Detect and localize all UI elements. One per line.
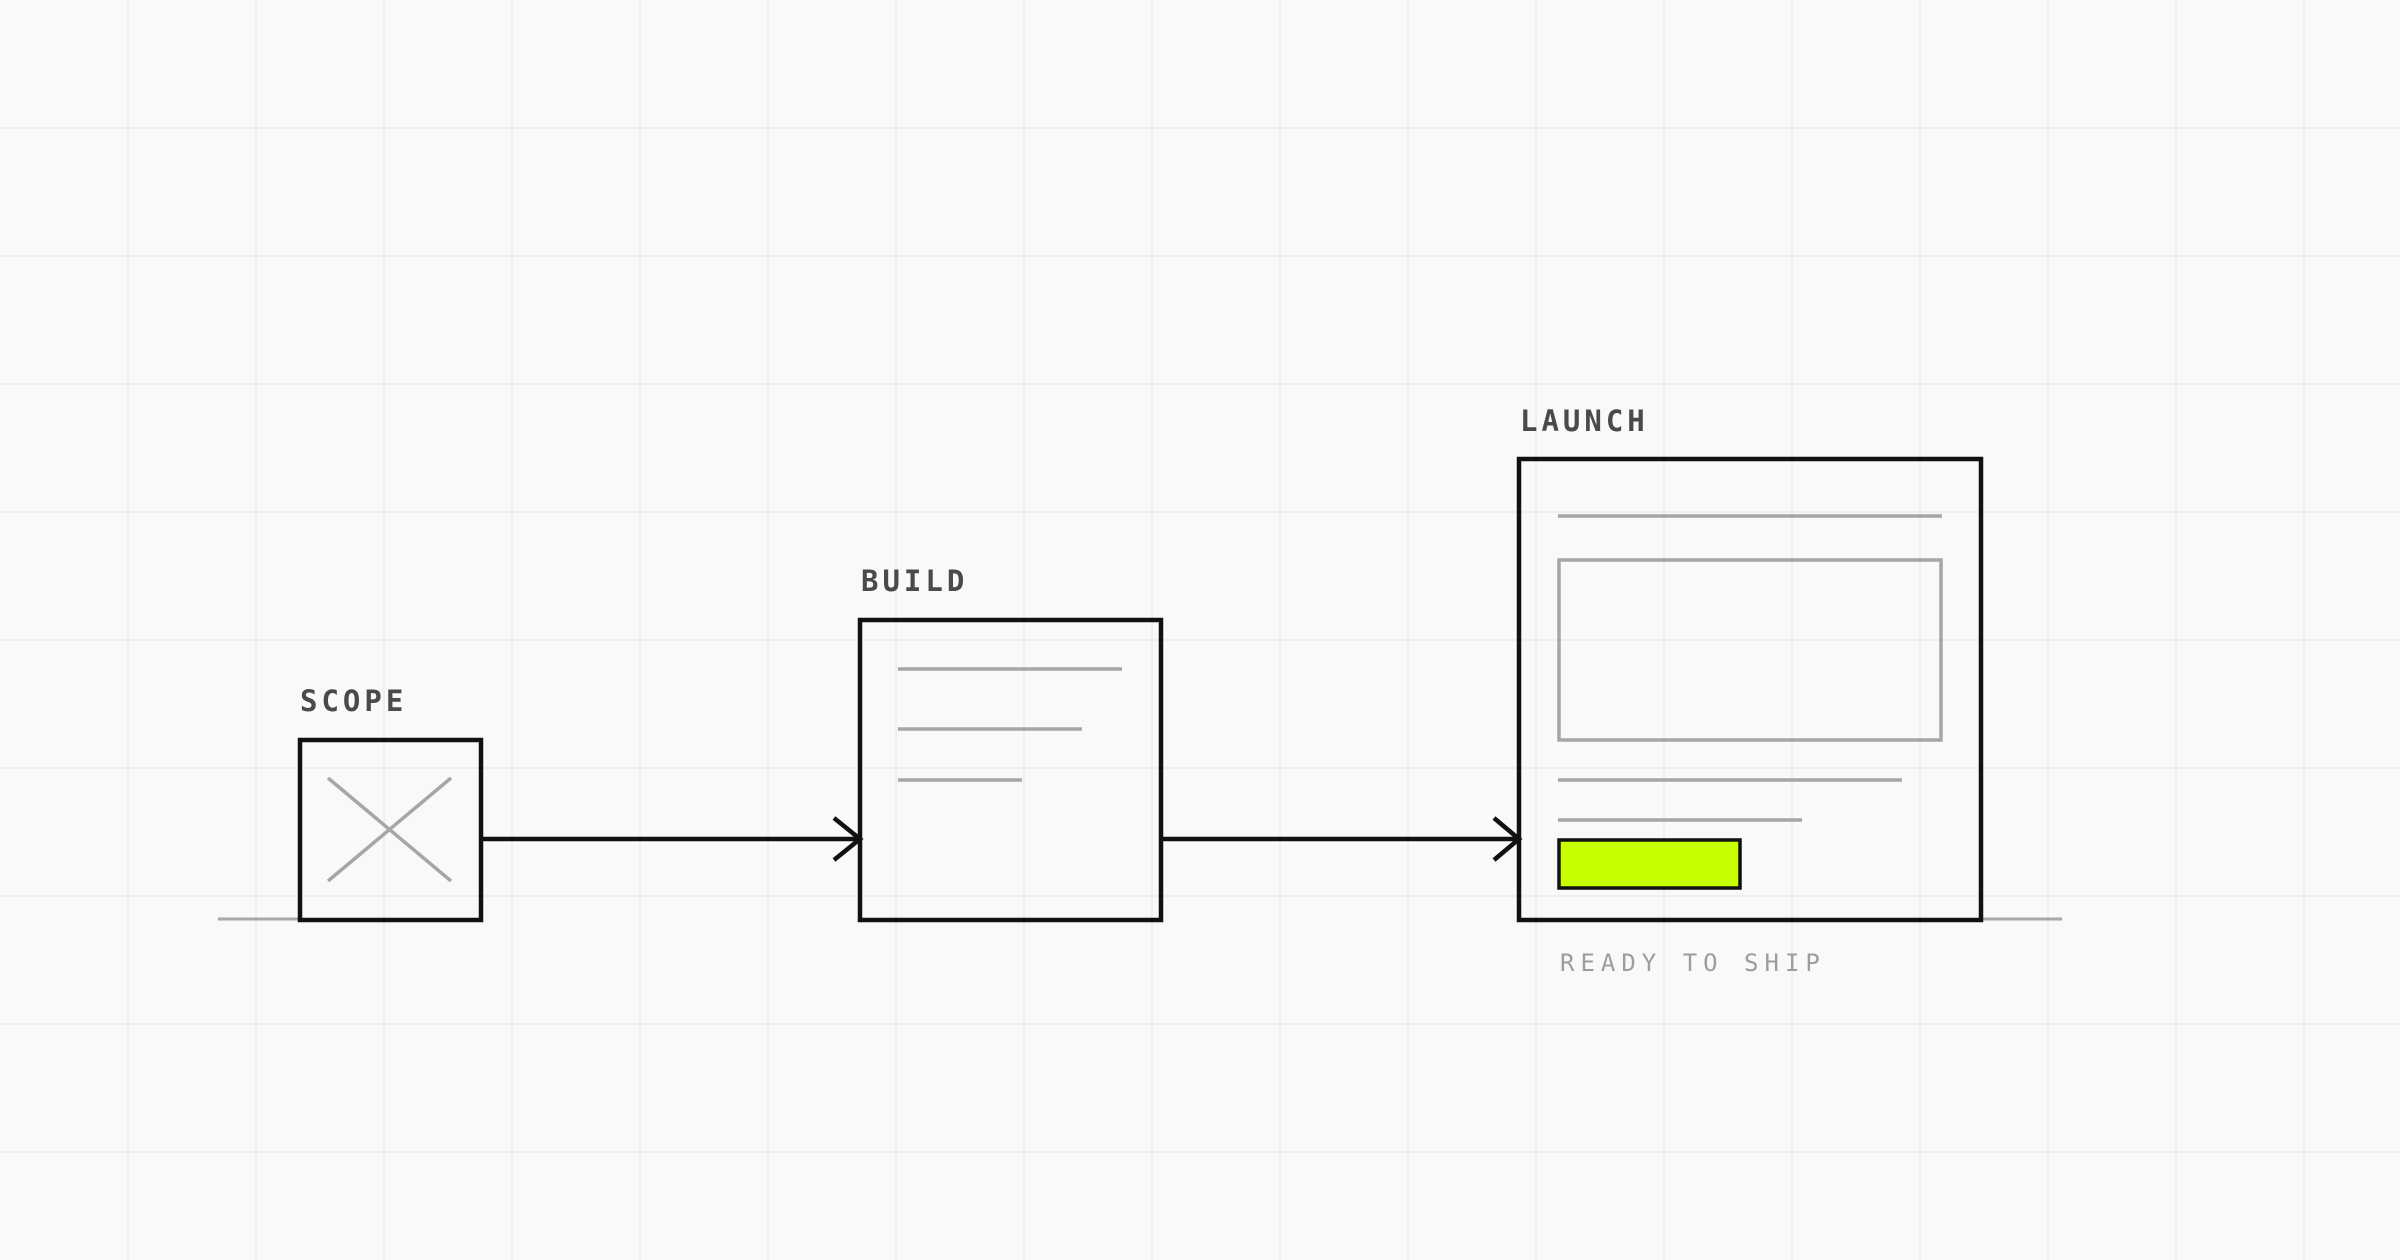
launch-box bbox=[1516, 456, 1984, 923]
connector-scope-to-build bbox=[482, 816, 864, 862]
page-mockup-icon bbox=[1557, 514, 1943, 890]
mockup-image-frame bbox=[1557, 558, 1943, 742]
build-box bbox=[857, 617, 1164, 923]
stage-label-scope: SCOPE bbox=[300, 684, 407, 718]
text-lines-icon bbox=[898, 667, 1122, 782]
stage-label-build: BUILD bbox=[861, 564, 968, 598]
x-placeholder-icon bbox=[326, 776, 453, 883]
stage-scope: SCOPE bbox=[297, 684, 484, 923]
stage-launch: LAUNCH READY TO SHIP bbox=[1516, 404, 1984, 977]
ship-button-mockup bbox=[1557, 838, 1742, 890]
stage-build: BUILD bbox=[857, 564, 1164, 923]
scope-box bbox=[297, 737, 484, 923]
stage-label-launch: LAUNCH bbox=[1520, 404, 1649, 438]
launch-caption: READY TO SHIP bbox=[1560, 949, 1826, 977]
connector-build-to-launch bbox=[1161, 816, 1523, 862]
